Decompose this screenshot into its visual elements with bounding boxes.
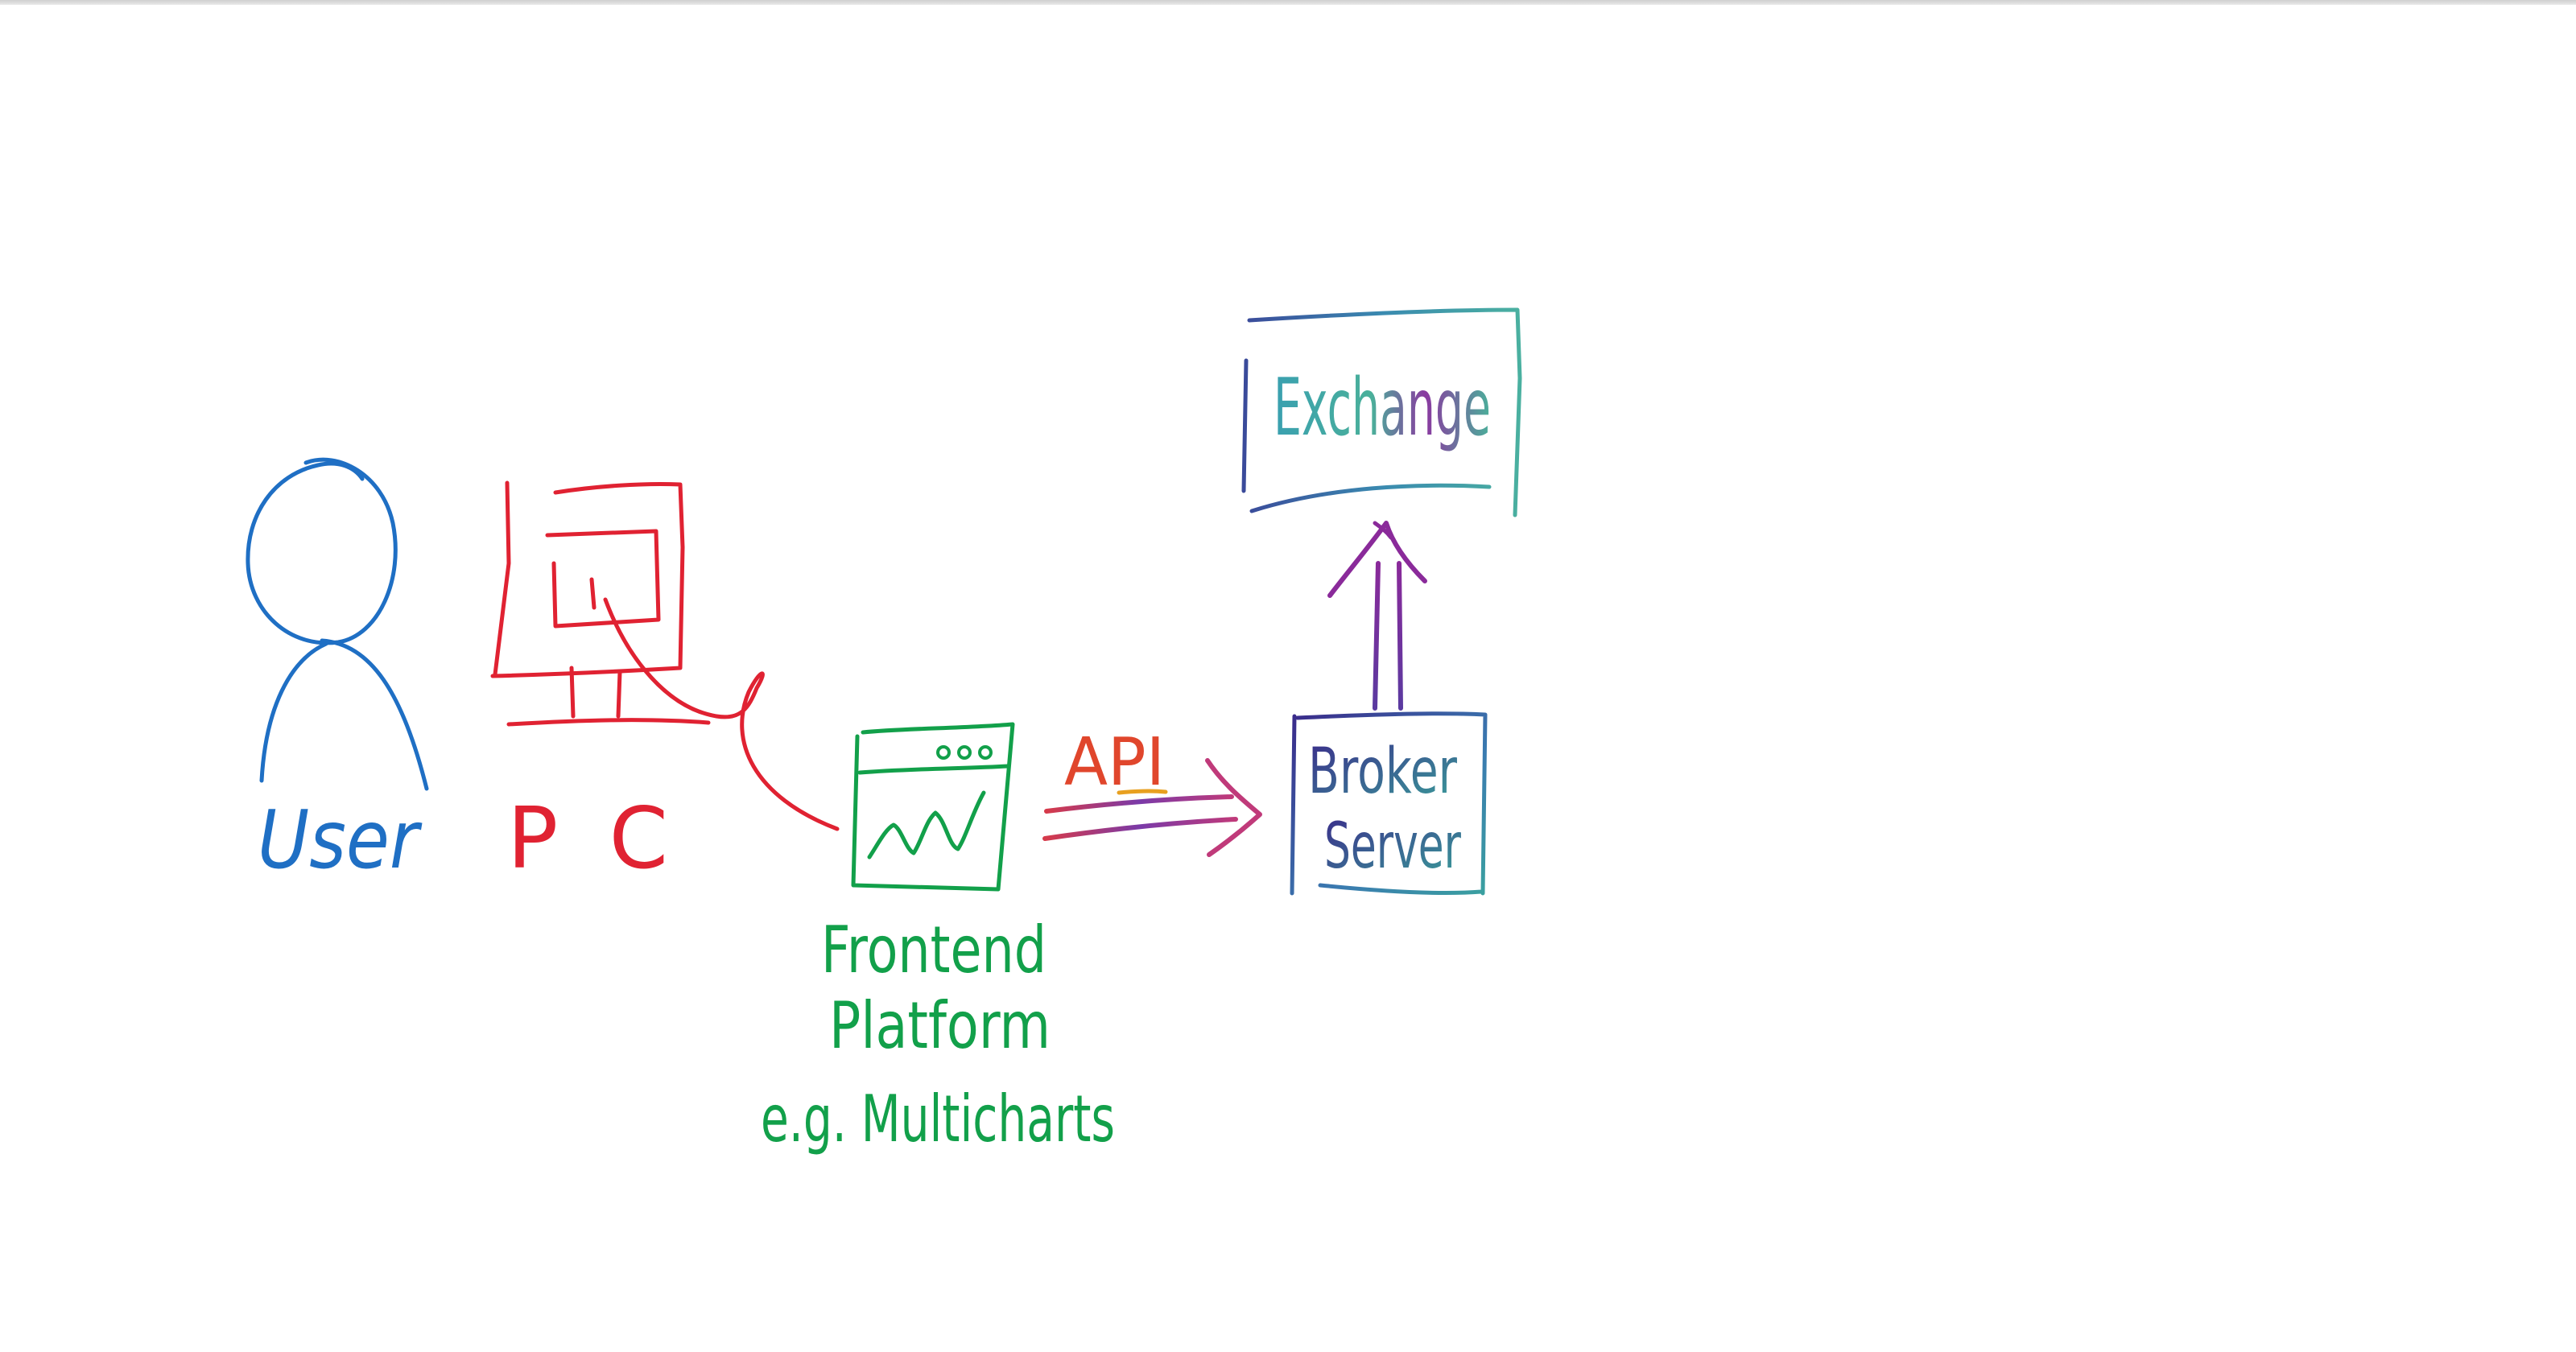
api-label: API [1064,724,1165,801]
monitor-icon [490,480,840,831]
exchange: Exchange [1241,307,1522,517]
api-underline [1117,789,1168,795]
chart-wave-icon [867,790,986,859]
broker-label-line2: Server [1324,810,1462,883]
window-top-border [0,0,2576,5]
exchange-label: Exchange [1274,362,1491,454]
app-window-icon [851,722,1015,892]
broker-to-exchange-arrow [1327,521,1427,711]
broker-server: Broker Server [1290,711,1488,896]
user-figure: User [246,457,429,887]
broker-box [1290,711,1488,896]
api-arrow-line-top [1044,794,1234,814]
frontend-platform: Frontend Platform e.g. Multicharts [761,722,1115,1156]
pc-figure: PC [490,480,840,888]
api-connection: API [1042,724,1262,857]
api-arrow-line-bottom [1042,817,1238,841]
pc-label: PC [507,789,668,888]
api-arrow-head [1205,758,1262,857]
frontend-label-line2: Platform [829,988,1051,1063]
frontend-label-line1: Frontend [821,913,1046,987]
person-icon [246,457,429,791]
user-label: User [258,793,423,887]
exchange-box [1241,307,1522,517]
broker-label-line1: Broker [1308,736,1458,808]
frontend-label-line3: e.g. Multicharts [761,1082,1115,1156]
